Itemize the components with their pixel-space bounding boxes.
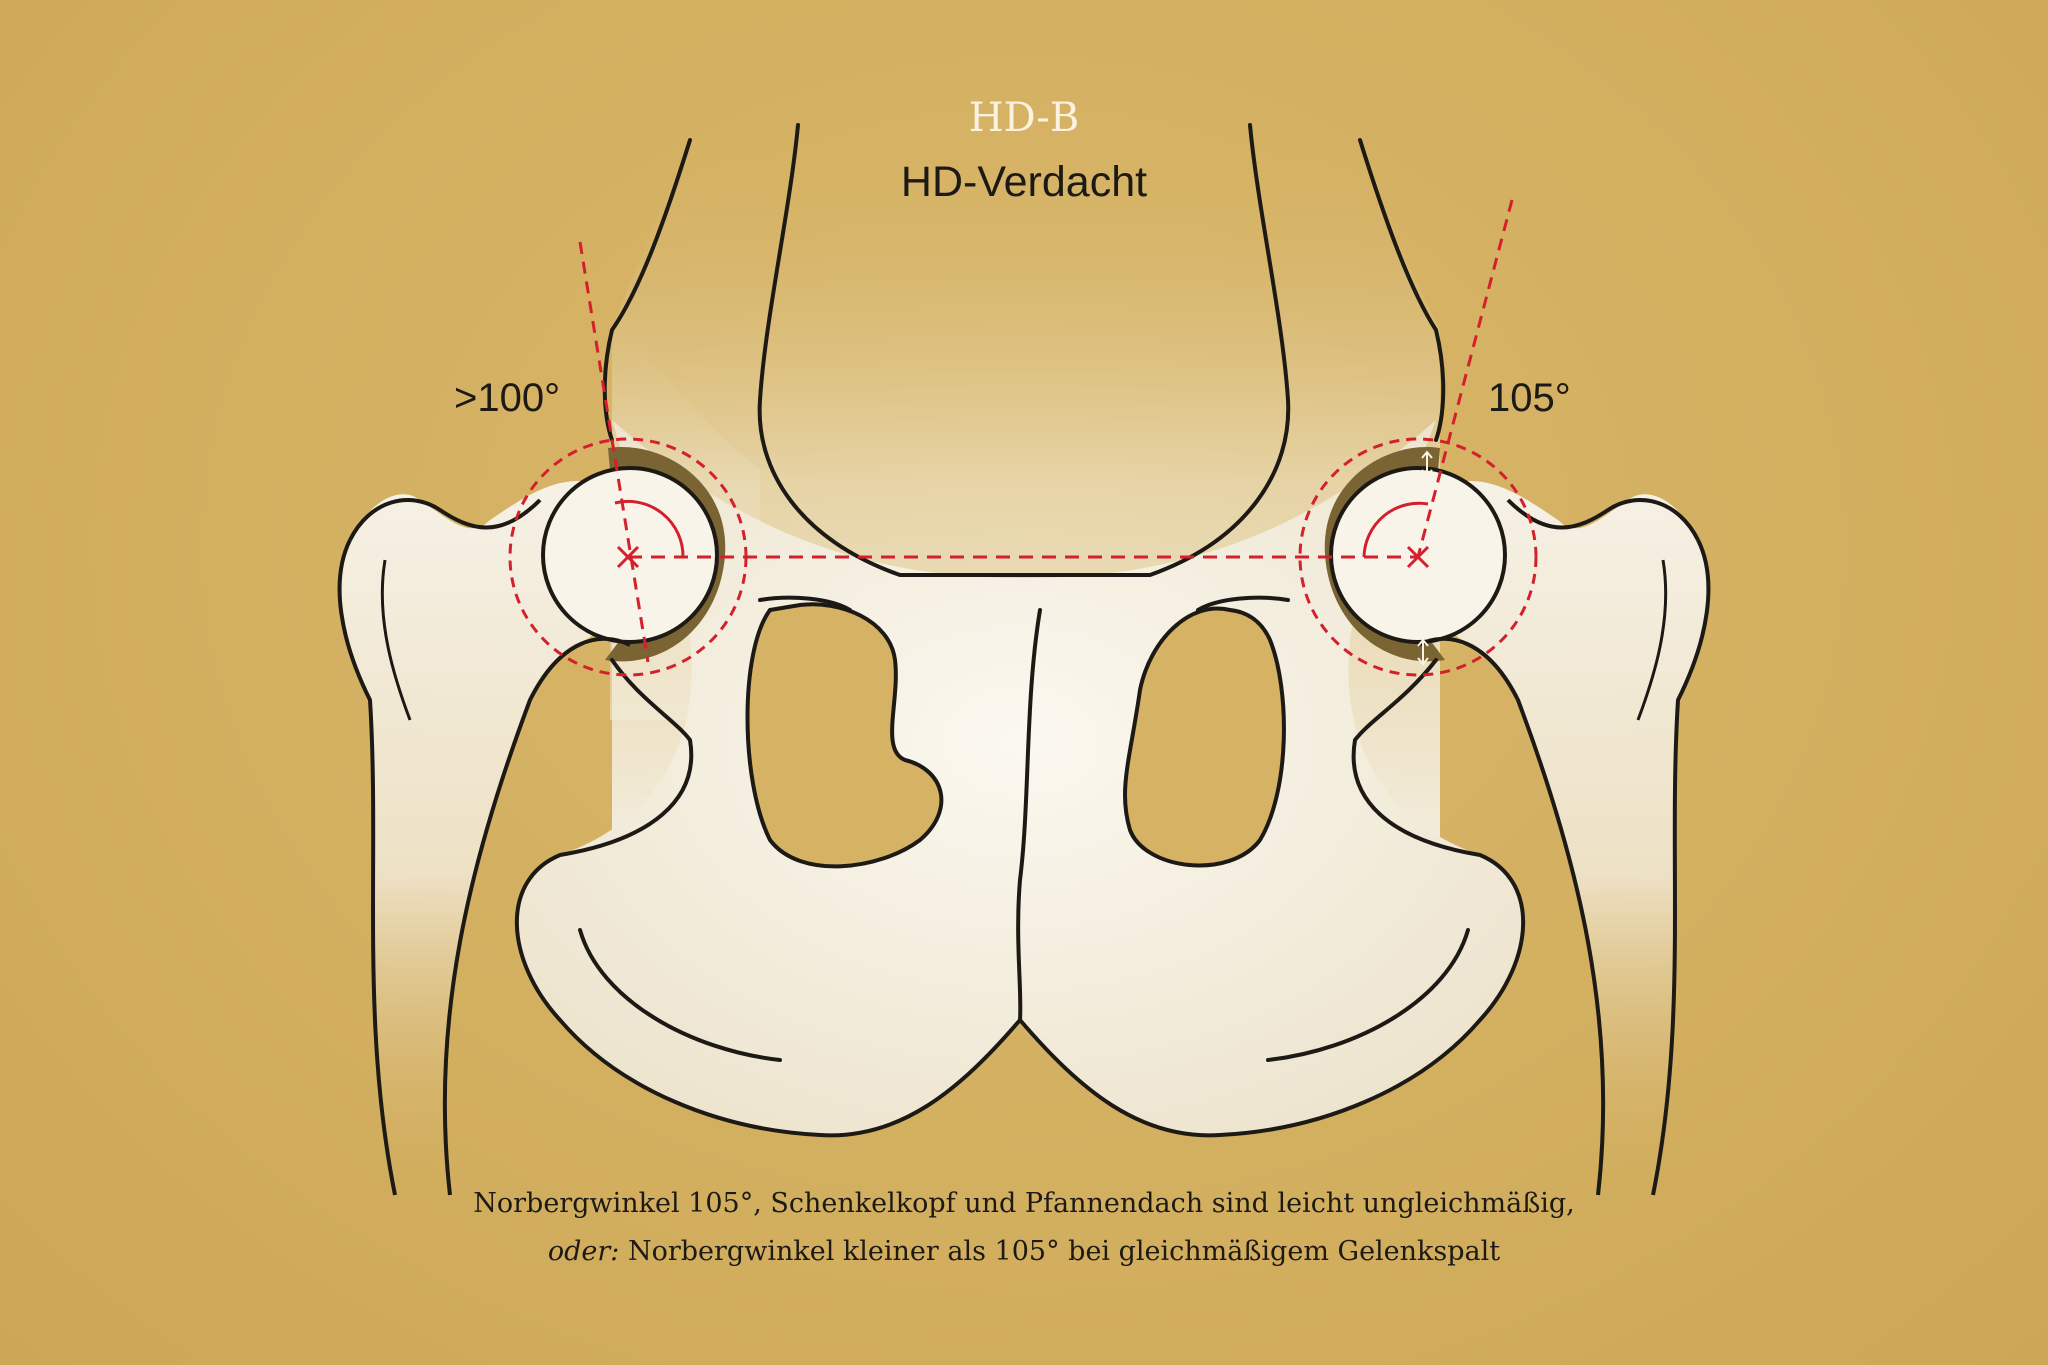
grade-description: HD-Verdacht: [900, 158, 1148, 206]
obturator-foramen-left: [745, 602, 944, 869]
angle-arc-right: [1362, 501, 1429, 558]
pelvis-outline: [514, 123, 1526, 1138]
caption-emphasis: oder:: [547, 1236, 620, 1267]
caption-line-2: oder: Norbergwinkel kleiner als 105° bei…: [0, 1236, 2048, 1267]
norberg-measurement: [508, 199, 1538, 677]
angle-arc-left: [614, 499, 685, 558]
caption-line-1: Norbergwinkel 105°, Schenkelkopf und Pfa…: [473, 1188, 1575, 1219]
grade-label: HD-B: [968, 95, 1080, 141]
femur-right: [1329, 466, 1711, 1196]
measurement-circle-right: [1298, 437, 1538, 677]
acetabular-edge-line-right: [1416, 199, 1514, 558]
obturator-foramen-right: [1122, 606, 1286, 868]
acetabular-edge-line-left: [578, 241, 650, 663]
caption-line-2-text: Norbergwinkel kleiner als 105° bei gleic…: [619, 1236, 1501, 1267]
center-mark-right-b: [1406, 545, 1430, 569]
joint-gap-arrows: [1417, 450, 1433, 666]
center-mark-left-b: [616, 545, 640, 569]
angle-label-left: >100°: [454, 376, 561, 420]
angle-label-right: 105°: [1488, 376, 1571, 420]
